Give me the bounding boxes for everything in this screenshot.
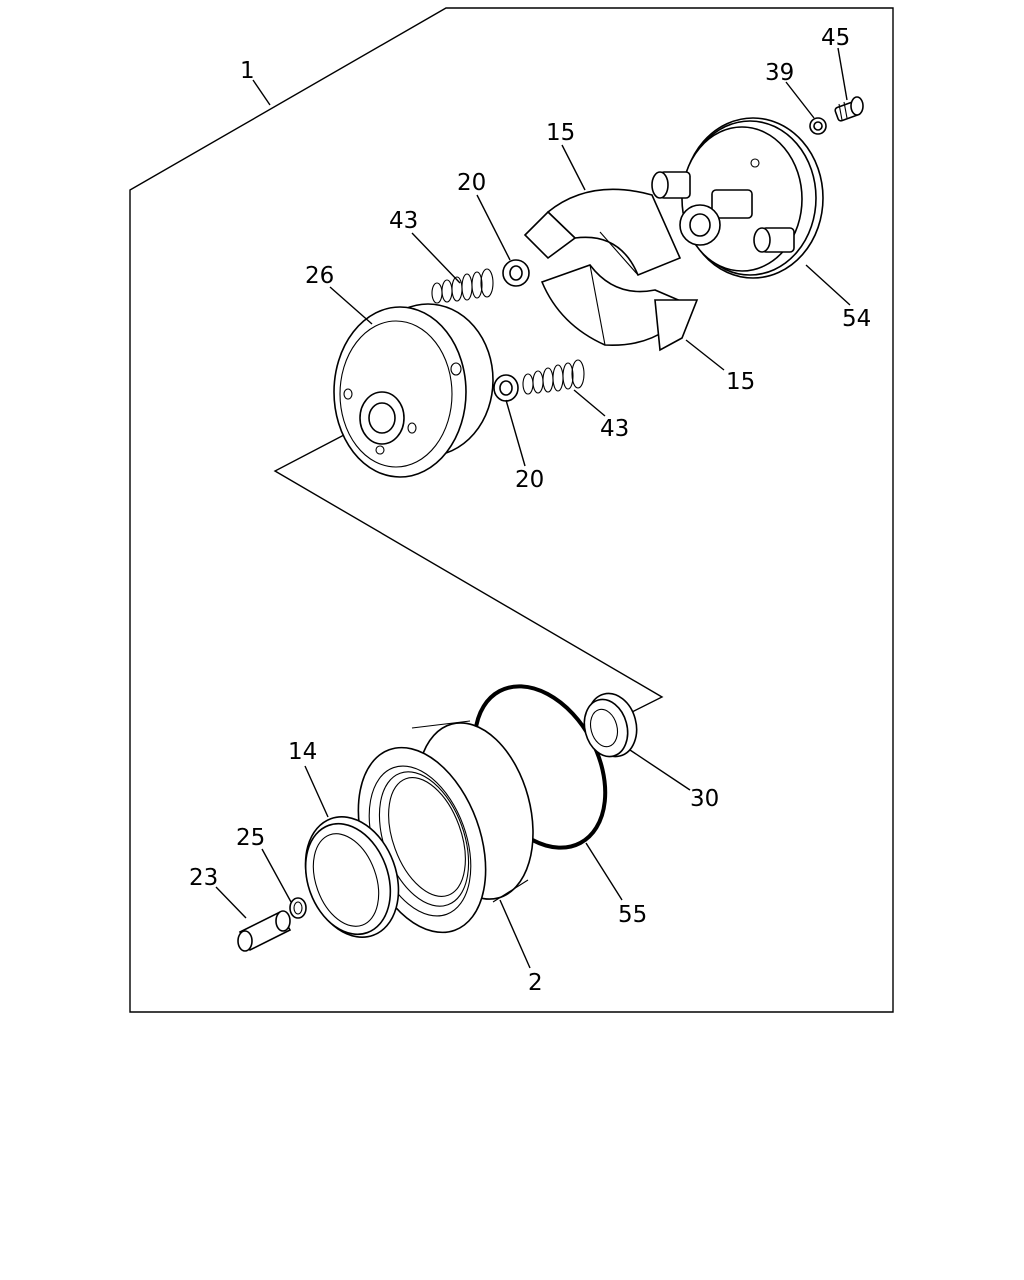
- part-45-screw: [834, 96, 864, 122]
- callout-30: 30: [690, 786, 719, 812]
- part-23-plug: [237, 910, 292, 952]
- callout-26: 26: [305, 263, 334, 289]
- callout-55: 55: [618, 902, 647, 928]
- part-25-washer: [289, 897, 307, 919]
- callout-14: 14: [288, 739, 317, 765]
- part-15-lower-shoe: [540, 264, 699, 352]
- callout-45: 45: [821, 25, 850, 51]
- callout-15-lower: 15: [726, 369, 755, 395]
- callout-43-lower: 43: [600, 416, 629, 442]
- callout-43-upper: 43: [389, 208, 418, 234]
- callout-20-lower: 20: [515, 467, 544, 493]
- callout-39: 39: [765, 60, 794, 86]
- callout-54: 54: [842, 306, 871, 332]
- part-54-cover: [651, 117, 824, 279]
- part-26-rotor-body: [333, 303, 494, 478]
- part-43-upper-spring: [431, 268, 494, 304]
- callout-23: 23: [189, 865, 218, 891]
- sub-assembly-connector: [273, 423, 664, 713]
- part-15-upper-shoe: [523, 188, 682, 277]
- callout-15-upper: 15: [546, 120, 575, 146]
- part-14-ring: [304, 816, 400, 938]
- leader-lines: [215, 47, 851, 969]
- part-30-seal: [583, 692, 638, 758]
- part-20-lower-washer: [493, 374, 519, 402]
- assembly-frame: [129, 7, 894, 1013]
- part-39-washer: [809, 117, 827, 135]
- callout-2: 2: [528, 970, 543, 996]
- callout-20-upper: 20: [457, 170, 486, 196]
- part-43-lower-spring: [522, 359, 585, 395]
- callout-25: 25: [236, 825, 265, 851]
- callout-1: 1: [240, 58, 255, 84]
- part-20-upper-washer: [502, 259, 530, 287]
